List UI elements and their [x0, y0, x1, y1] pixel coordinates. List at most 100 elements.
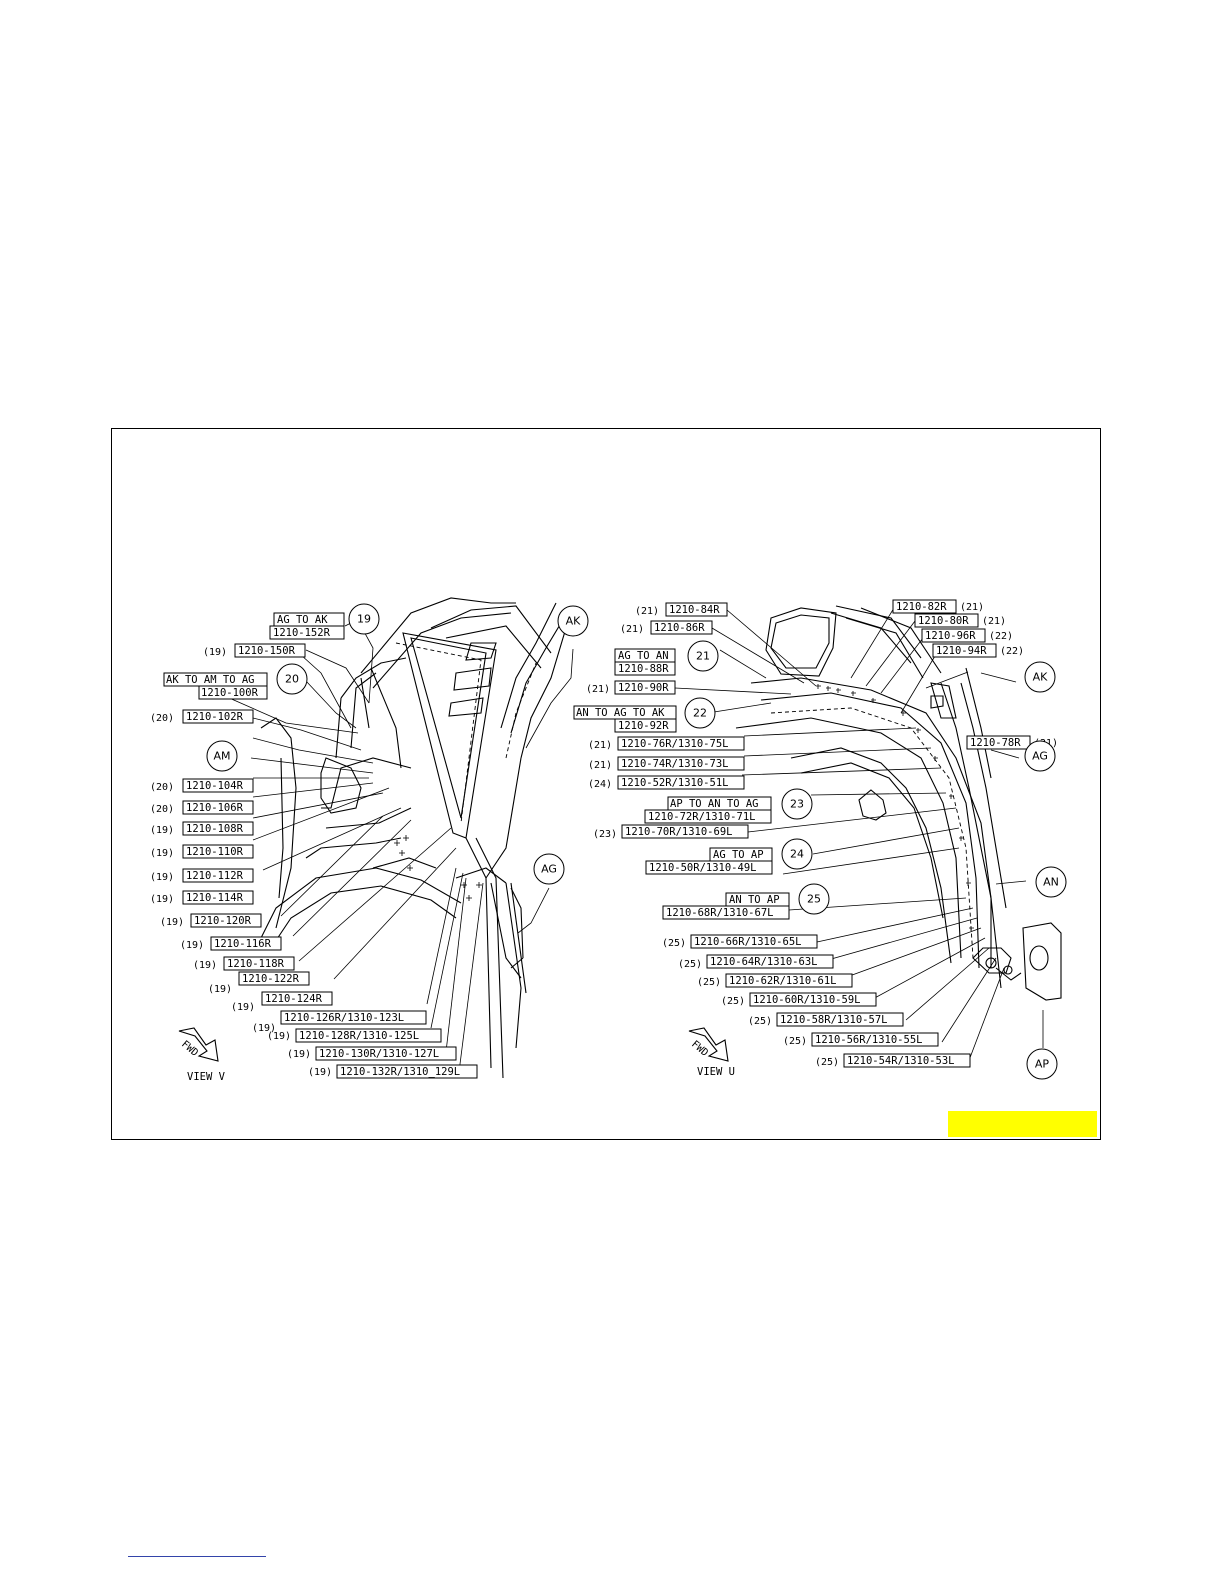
circle-21: 21 — [687, 640, 719, 672]
svg-text:AG TO AK: AG TO AK — [277, 614, 328, 626]
svg-text:1210-86R: 1210-86R — [654, 622, 705, 634]
view-v-fwd-arrow-icon: FWD — [178, 1027, 219, 1062]
svg-text:23: 23 — [790, 798, 804, 811]
label-1210-76r-1310-75l: (21) 1210-76R/1310-75L — [588, 736, 745, 751]
label-1210-90r: (21) 1210-90R — [586, 680, 676, 695]
svg-text:1210-52R/1310-51L: 1210-52R/1310-51L — [621, 777, 728, 789]
svg-text:1210-80R: 1210-80R — [918, 615, 969, 627]
svg-text:(21): (21) — [620, 624, 644, 635]
svg-text:1210-118R: 1210-118R — [227, 958, 285, 970]
svg-text:(22): (22) — [989, 631, 1013, 642]
svg-text:(19): (19) — [193, 960, 217, 971]
circle-am: AM — [206, 740, 238, 772]
view-v-caption: VIEW V — [187, 1071, 226, 1083]
svg-text:1210-100R: 1210-100R — [201, 687, 259, 699]
label-1210-82r: 1210-82R (21) — [892, 599, 984, 614]
diagram-frame — [111, 428, 1101, 1140]
svg-text:(19): (19) — [150, 825, 174, 836]
svg-text:(25): (25) — [662, 938, 686, 949]
circle-20: 20 — [276, 663, 308, 695]
circle-23: 23 — [781, 788, 813, 820]
label-1210-70r-1310-69l: (23) 1210-70R/1310-69L — [593, 824, 749, 840]
svg-text:AM: AM — [213, 750, 230, 763]
svg-text:(19): (19) — [160, 917, 184, 928]
svg-text:(25): (25) — [783, 1036, 807, 1047]
svg-text:(20): (20) — [150, 804, 174, 815]
view-v-leader-lines — [210, 617, 574, 1073]
highlight-bar — [948, 1111, 1097, 1137]
svg-text:19: 19 — [357, 613, 371, 626]
view-u-labels: (21) 1210-84R (21) 1210-86R AG TO AN 121… — [573, 599, 1058, 1068]
label-1210-126r-1310-123l: (19) 1210-126R/1310-123L — [252, 1010, 427, 1034]
svg-text:(19): (19) — [150, 872, 174, 883]
svg-text:(19): (19) — [231, 1002, 255, 1013]
svg-text:(19): (19) — [252, 1023, 276, 1034]
circle-ak: AK — [1024, 661, 1056, 693]
label-1210-102r: (20) 1210-102R — [150, 709, 254, 724]
label-1210-52r-1310-51l: (24) 1210-52R/1310-51L — [588, 775, 745, 790]
svg-text:1210-88R: 1210-88R — [618, 663, 669, 675]
svg-text:(25): (25) — [721, 996, 745, 1007]
svg-text:(19): (19) — [150, 894, 174, 905]
svg-text:1210-94R: 1210-94R — [936, 645, 987, 657]
svg-text:1210-124R: 1210-124R — [265, 993, 323, 1005]
svg-text:(19): (19) — [203, 647, 227, 658]
label-ak-to-am-to-ag-1210-100r: AK TO AM TO AG 1210-100R — [163, 672, 268, 700]
view-u-body-drawing — [735, 605, 1062, 1001]
svg-text:(21): (21) — [588, 740, 612, 751]
svg-text:1210-112R: 1210-112R — [186, 870, 244, 882]
svg-text:1210-108R: 1210-108R — [186, 823, 244, 835]
svg-text:(21): (21) — [586, 684, 610, 695]
label-1210-54r-1310-53l: (25) 1210-54R/1310-53L — [815, 1053, 971, 1068]
label-1210-94r: 1210-94R (22) — [932, 643, 1024, 658]
svg-text:1210-58R/1310-57L: 1210-58R/1310-57L — [780, 1014, 887, 1026]
svg-text:(19): (19) — [150, 848, 174, 859]
svg-text:1210-64R/1310-63L: 1210-64R/1310-63L — [710, 956, 817, 968]
svg-text:1210-54R/1310-53L: 1210-54R/1310-53L — [847, 1055, 954, 1067]
label-1210-60r-1310-59l: (25) 1210-60R/1310-59L — [721, 992, 877, 1007]
svg-text:1210-74R/1310-73L: 1210-74R/1310-73L — [621, 758, 728, 770]
svg-text:(25): (25) — [815, 1057, 839, 1068]
label-an-to-ap-1210-68r-1310-67l: AN TO AP 1210-68R/1310-67L — [662, 892, 790, 920]
label-1210-86r: (21) 1210-86R — [620, 620, 713, 635]
label-1210-114r: (19) 1210-114R — [150, 890, 254, 905]
label-1210-110r: (19) 1210-110R — [150, 844, 254, 859]
svg-text:1210-90R: 1210-90R — [618, 682, 669, 694]
view-v-body-drawing — [260, 597, 567, 1079]
svg-text:(23): (23) — [593, 829, 617, 840]
label-1210-122r: (19) 1210-122R — [208, 971, 310, 995]
svg-text:AP: AP — [1035, 1058, 1050, 1071]
svg-text:1210-110R: 1210-110R — [186, 846, 244, 858]
svg-text:1210-50R/1310-49L: 1210-50R/1310-49L — [649, 862, 756, 874]
svg-text:1210-66R/1310-65L: 1210-66R/1310-65L — [694, 936, 801, 948]
svg-text:(25): (25) — [697, 977, 721, 988]
label-1210-74r-1310-73l: (21) 1210-74R/1310-73L — [588, 756, 745, 771]
svg-text:(20): (20) — [150, 782, 174, 793]
label-1210-84r: (21) 1210-84R — [635, 602, 728, 617]
svg-text:(21): (21) — [588, 760, 612, 771]
svg-text:1210-120R: 1210-120R — [194, 915, 252, 927]
svg-text:AN: AN — [1043, 876, 1059, 889]
svg-text:1210-114R: 1210-114R — [186, 892, 244, 904]
svg-text:(19): (19) — [208, 984, 232, 995]
circle-an: AN — [1035, 866, 1067, 898]
label-1210-118r: (19) 1210-118R — [193, 956, 295, 971]
svg-text:1210-126R/1310-123L: 1210-126R/1310-123L — [284, 1012, 404, 1024]
circle-ap: AP — [1026, 1048, 1058, 1080]
view-u-circles: 21 22 23 24 25 AK AG AN AP — [684, 640, 1067, 1080]
svg-text:(19): (19) — [180, 940, 204, 951]
svg-text:(21): (21) — [635, 606, 659, 617]
svg-text:1210-132R/1310_129L: 1210-132R/1310_129L — [340, 1066, 460, 1078]
svg-text:1210-82R: 1210-82R — [896, 601, 947, 613]
label-1210-64r-1310-63l: (25) 1210-64R/1310-63L — [678, 954, 834, 970]
svg-text:AG: AG — [1032, 750, 1048, 763]
svg-text:1210-152R: 1210-152R — [273, 627, 331, 639]
label-1210-104r: (20) 1210-104R — [150, 778, 254, 793]
svg-text:(24): (24) — [588, 779, 612, 790]
circle-ag: AG — [533, 853, 565, 885]
svg-text:AG TO AP: AG TO AP — [713, 849, 764, 861]
svg-text:AN TO AG TO AK: AN TO AG TO AK — [576, 707, 665, 719]
weld-location-diagram: AG TO AK 1210-152R (19) 1210-150R AK TO … — [150, 597, 1067, 1083]
svg-text:AG TO AN: AG TO AN — [618, 650, 669, 662]
svg-text:FWD: FWD — [179, 1039, 200, 1059]
